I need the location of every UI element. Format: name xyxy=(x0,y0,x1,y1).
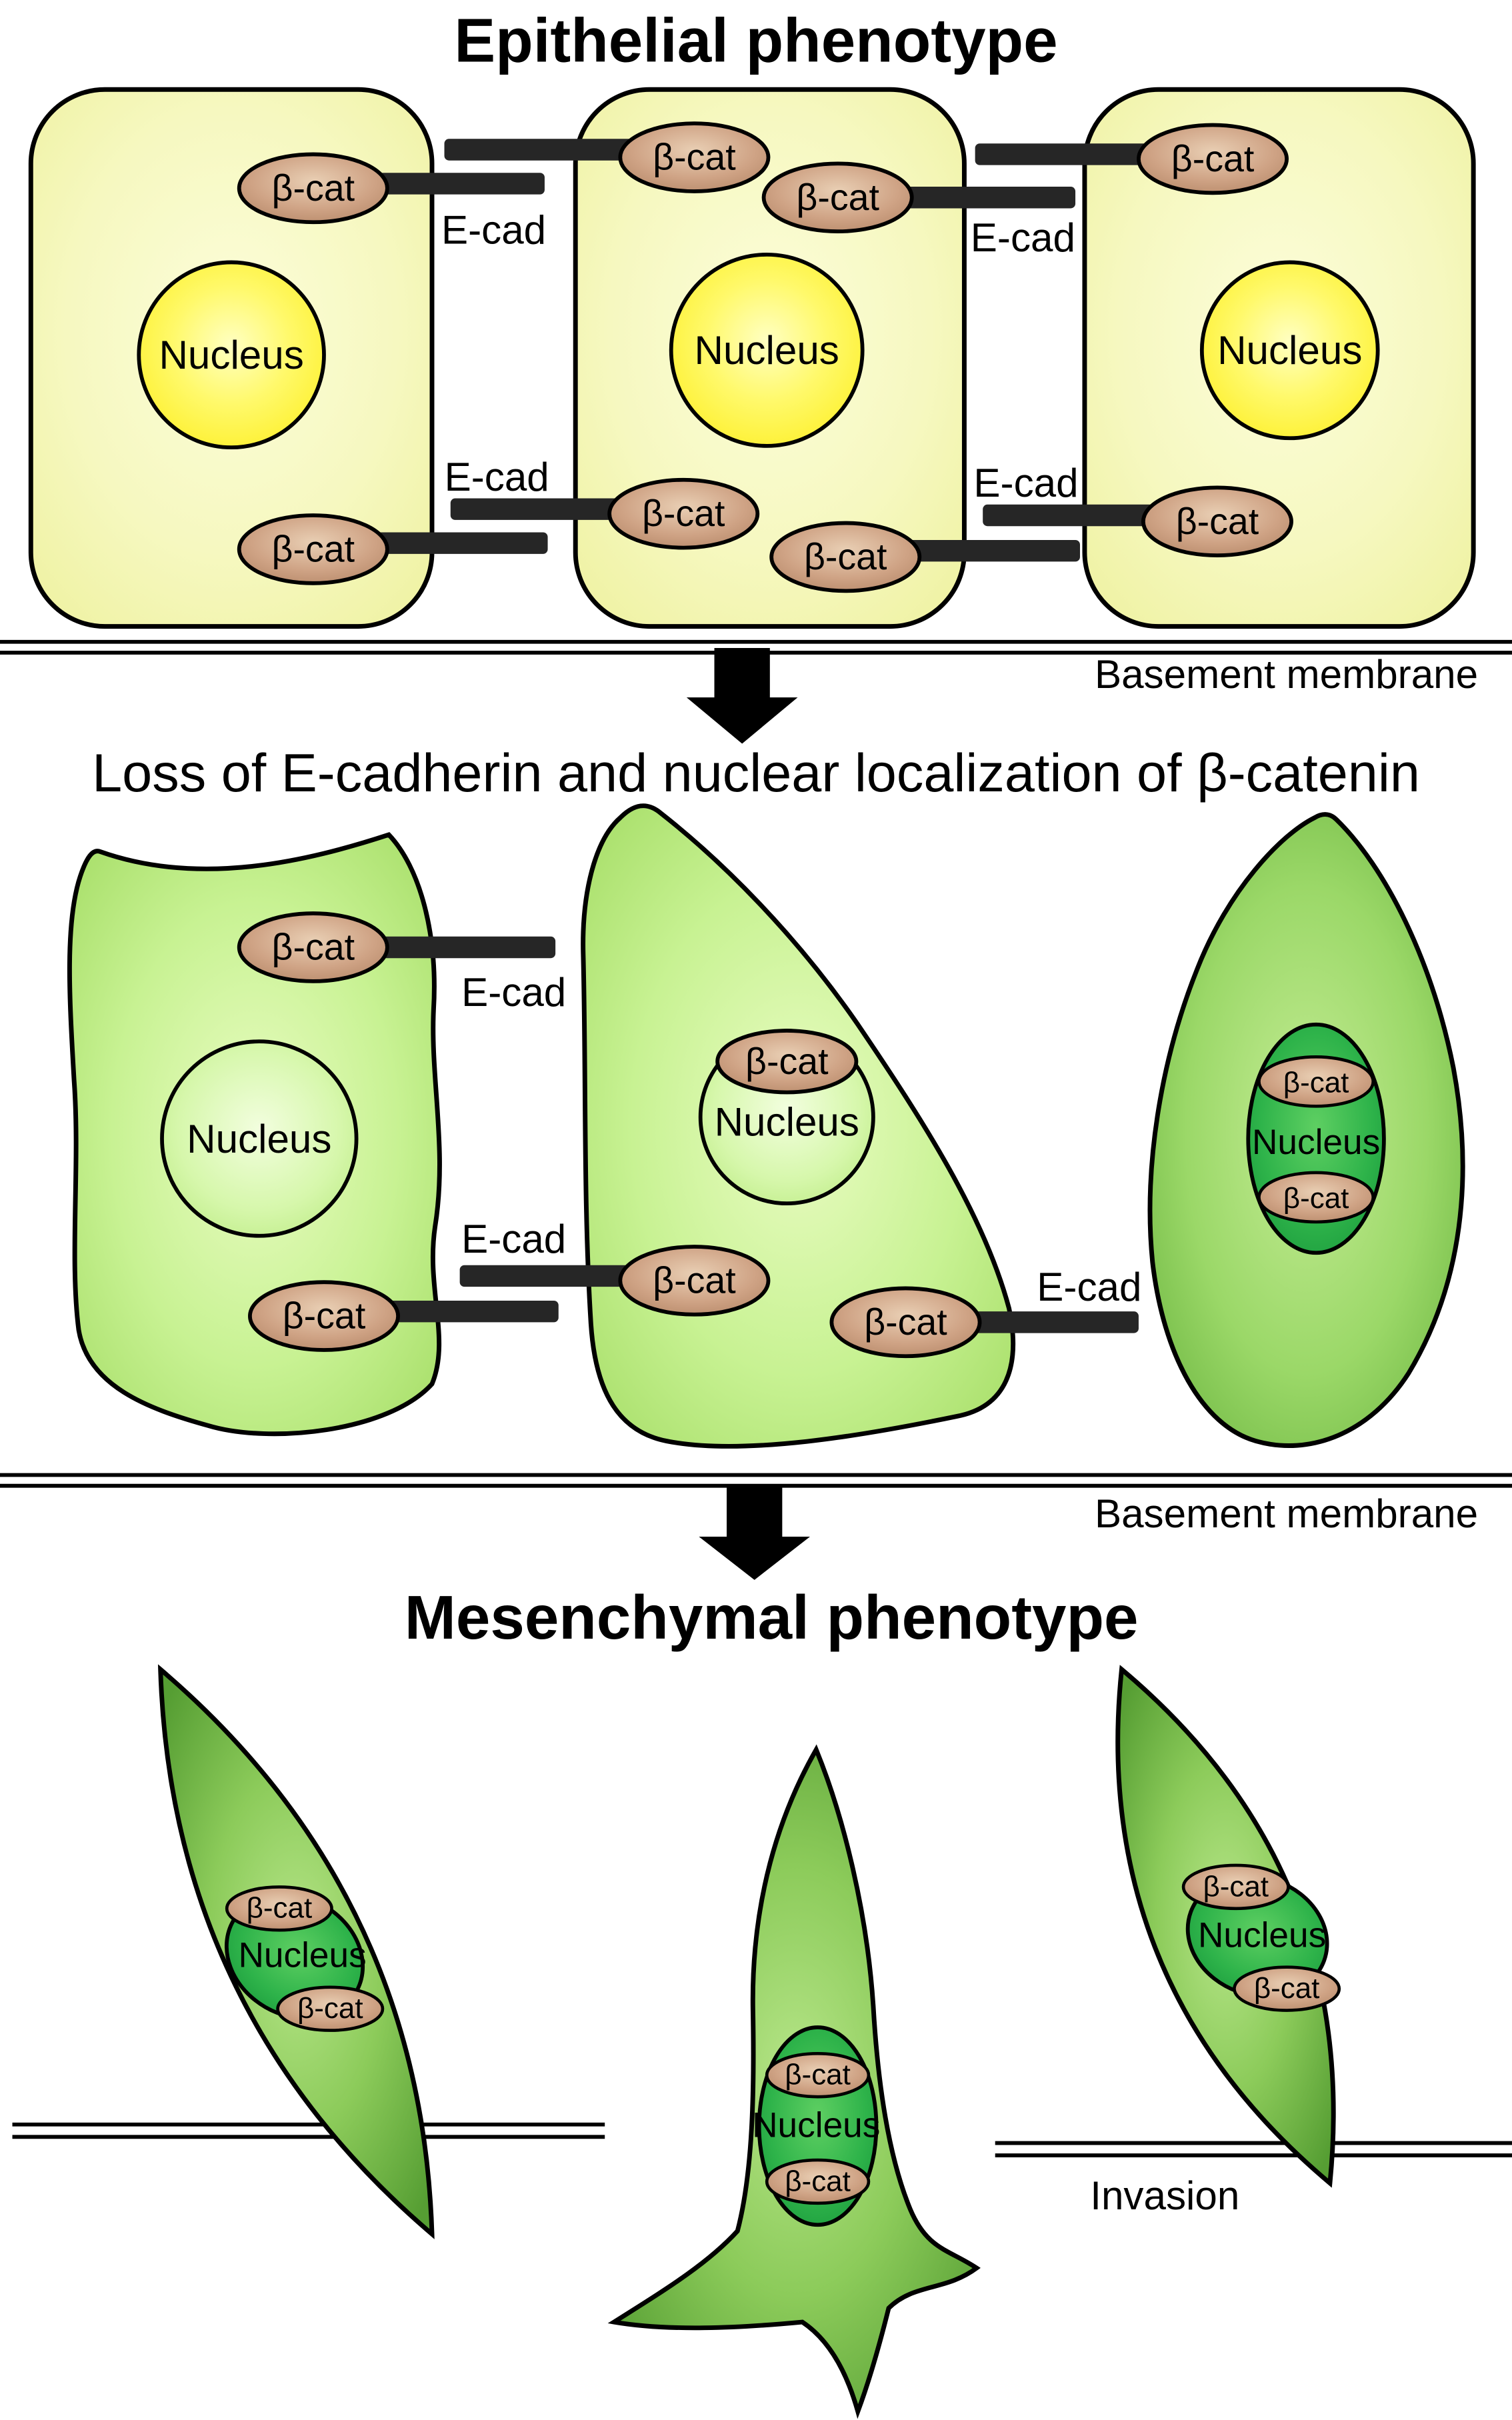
beta-catenin-label: β-cat xyxy=(1254,1972,1320,2005)
nucleus-label: Nucleus xyxy=(1252,1123,1380,1162)
mesenchymal-section: β-cat Nucleus β-cat β-cat Nucleus β-cat … xyxy=(12,1664,1512,2419)
beta-catenin-label: β-cat xyxy=(653,1259,736,1301)
down-arrow xyxy=(699,1484,810,1580)
beta-catenin-oval xyxy=(618,1245,771,1317)
beta-catenin-label: β-cat xyxy=(1283,1067,1349,1099)
transition-section: Nucleus Nucleus Nucleus β-cat β-cat β-ca… xyxy=(0,803,1512,1536)
beta-catenin-oval xyxy=(761,161,914,234)
e-cadherin-label: E-cad xyxy=(461,1217,566,1261)
beta-catenin-label: β-cat xyxy=(864,1301,947,1343)
e-cadherin-label: E-cad xyxy=(971,215,1075,260)
e-cadherin-label: E-cad xyxy=(445,455,549,499)
nucleus-shape xyxy=(1199,260,1380,441)
beta-catenin-oval xyxy=(237,911,389,983)
beta-catenin-label: β-cat xyxy=(804,536,887,577)
mesenchymal-title: Mesenchymal phenotype xyxy=(405,1583,1139,1652)
nucleus-label: Nucleus xyxy=(159,333,303,377)
beta-catenin-label: β-cat xyxy=(1283,1182,1349,1215)
down-arrow xyxy=(686,648,798,744)
beta-catenin-label: β-cat xyxy=(1171,138,1255,179)
beta-catenin-oval xyxy=(1137,123,1289,195)
beta-catenin-label: β-cat xyxy=(1176,501,1259,542)
beta-catenin-label: β-cat xyxy=(247,1892,313,1925)
beta-catenin-label: β-cat xyxy=(1203,1870,1269,1903)
e-cadherin-label: E-cad xyxy=(441,208,546,253)
nucleus-label: Nucleus xyxy=(238,1936,366,1975)
basement-membrane-label: Basement membrane xyxy=(1095,652,1478,697)
nucleus-label: Nucleus xyxy=(187,1117,331,1161)
e-cadherin-label: E-cad xyxy=(461,970,566,1015)
nucleus-label: Nucleus xyxy=(752,2105,880,2145)
invasion-label: Invasion xyxy=(1090,2173,1239,2218)
beta-catenin-oval xyxy=(765,2158,871,2205)
nucleus-label: Nucleus xyxy=(1217,328,1362,373)
beta-catenin-label: β-cat xyxy=(785,2059,851,2091)
beta-catenin-label: β-cat xyxy=(785,2165,851,2197)
epithelial-title: Epithelial phenotype xyxy=(454,6,1057,75)
e-cadherin-label: E-cad xyxy=(973,461,1078,505)
beta-catenin-oval xyxy=(1233,1965,1341,2012)
nucleus-label: Nucleus xyxy=(695,328,839,373)
nucleus-shape xyxy=(137,260,326,450)
beta-catenin-label: β-cat xyxy=(653,137,736,178)
beta-catenin-label: β-cat xyxy=(297,1992,363,2025)
beta-catenin-label: β-cat xyxy=(796,177,879,218)
transition-text: Loss of E-cadherin and nuclear localizat… xyxy=(92,743,1420,803)
epithelial-section: Epithelial phenotype Nucleus Nucleus Nuc… xyxy=(0,6,1512,697)
beta-catenin-oval xyxy=(1181,1863,1290,1911)
beta-catenin-oval xyxy=(1257,1171,1375,1224)
beta-catenin-oval xyxy=(276,1985,385,2032)
beta-catenin-label: β-cat xyxy=(272,167,355,209)
beta-catenin-oval xyxy=(715,1029,859,1095)
beta-catenin-oval xyxy=(1257,1055,1375,1108)
beta-catenin-oval xyxy=(237,513,389,585)
beta-catenin-oval xyxy=(1141,485,1293,558)
beta-catenin-oval xyxy=(225,1885,333,1932)
beta-catenin-label: β-cat xyxy=(283,1295,366,1337)
beta-catenin-oval xyxy=(769,521,922,593)
beta-catenin-label: β-cat xyxy=(642,493,725,534)
basement-membrane-label: Basement membrane xyxy=(1095,1491,1478,1536)
beta-catenin-label: β-cat xyxy=(272,528,355,569)
beta-catenin-oval xyxy=(248,1280,400,1352)
nucleus-shape xyxy=(669,252,865,448)
beta-catenin-oval xyxy=(765,2052,871,2099)
nucleus-label: Nucleus xyxy=(715,1099,859,1144)
beta-catenin-oval xyxy=(237,152,389,225)
beta-catenin-label: β-cat xyxy=(745,1041,829,1082)
beta-catenin-label: β-cat xyxy=(272,927,355,968)
beta-catenin-oval xyxy=(618,121,771,193)
beta-catenin-oval xyxy=(829,1286,982,1359)
beta-catenin-oval xyxy=(607,477,760,550)
e-cadherin-label: E-cad xyxy=(1037,1265,1141,1309)
nucleus-shape xyxy=(160,1039,359,1238)
nucleus-label: Nucleus xyxy=(1198,1916,1326,1955)
